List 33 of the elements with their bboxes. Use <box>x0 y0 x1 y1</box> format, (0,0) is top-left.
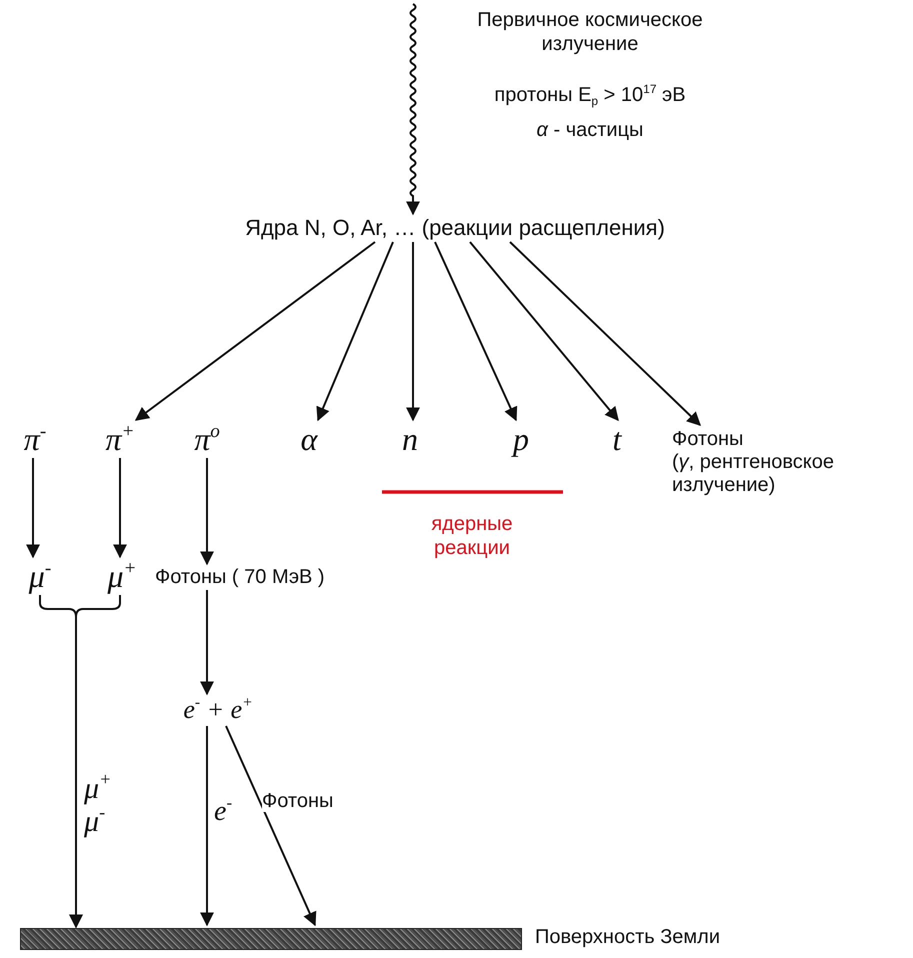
text-label: Первичное космическое излучение <box>476 8 704 56</box>
arrow <box>469 241 619 422</box>
particle-symbol: π$^{+}$ <box>106 423 134 455</box>
arrow <box>434 242 518 422</box>
particle-symbol: p <box>513 423 529 455</box>
arrow <box>316 242 394 422</box>
particle-symbol: α <box>300 423 318 455</box>
particle-symbol: μ$^{+}$ <box>108 560 136 592</box>
arrow <box>200 590 214 696</box>
arrow <box>26 458 40 558</box>
arrow <box>200 726 214 926</box>
node-label: Ядра N, O, Ar, … (реакции расщепления) <box>245 217 665 239</box>
particle-symbol: t <box>612 423 622 455</box>
arrow <box>113 458 127 558</box>
particle-symbol: μ$^{-}$ <box>28 560 52 592</box>
particle-symbol: π$^{-}$ <box>24 423 46 455</box>
node-heading: Фотоны <box>672 428 744 451</box>
text-label: ядерные реакции <box>430 512 514 560</box>
text-label: α - частицы <box>536 118 644 142</box>
particle-symbol: n <box>402 423 418 455</box>
text-label: протоны E$_{p}$ > 10$^{17}$ эВ <box>493 83 687 107</box>
surface-label: Поверхность Земли <box>535 926 720 949</box>
node-note: (γ, рентгеновское излучение) <box>672 451 836 497</box>
arrow <box>225 726 316 926</box>
particle-symbol: π$^{o}$ <box>194 423 220 455</box>
arrow <box>509 241 701 426</box>
arrow <box>200 458 214 566</box>
wavy-arrow <box>406 3 420 216</box>
arrow <box>134 241 376 421</box>
node-label: Фотоны ( 70 МэВ ) <box>155 567 325 587</box>
arrow <box>406 242 420 422</box>
ground-surface-bar <box>20 928 522 950</box>
particle-symbol: e$^{-}$ + e$^{+}$ <box>183 697 253 723</box>
